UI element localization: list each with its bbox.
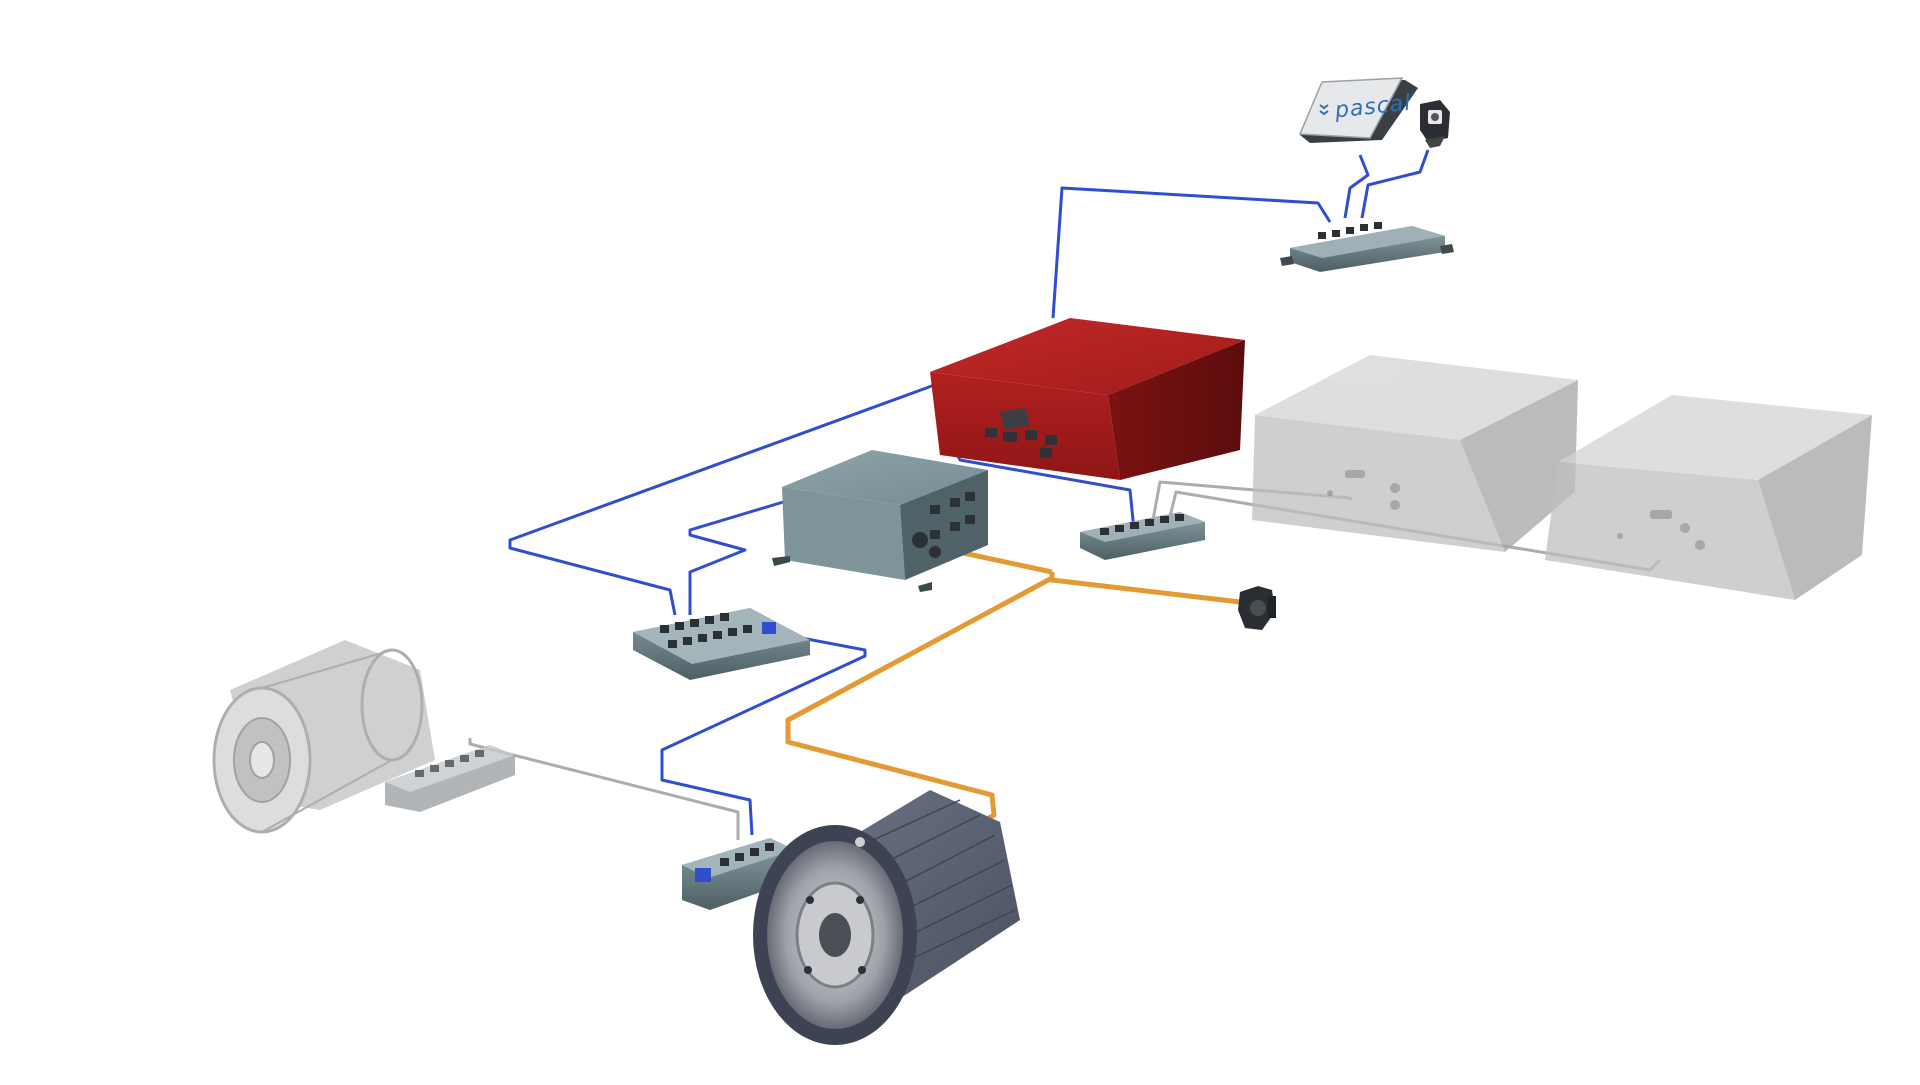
- power-cables: [785, 545, 1241, 833]
- ghost-battery-2: [1545, 395, 1872, 600]
- cable-battery-to-main-hub: [508, 381, 941, 616]
- cable-battery-to-top-hub: [1051, 186, 1332, 319]
- ghost-battery-1: [1252, 355, 1578, 552]
- electric-motor-icon: [753, 790, 1020, 1045]
- cable-ghost-hub-to-motor-hub: [468, 738, 740, 840]
- cable-main-hub-to-motor-hub: [660, 630, 867, 836]
- main-hub: [633, 608, 810, 680]
- battery-pack-icon: [930, 318, 1245, 480]
- ghost-motor: [212, 640, 435, 834]
- top-hub: [1280, 222, 1454, 272]
- motor-hub: [682, 838, 795, 910]
- cable-controller-to-main-hub: [688, 498, 791, 615]
- power-cable-junction-to-charger: [1049, 572, 1241, 605]
- cable-top-hub-to-camera: [1360, 149, 1430, 219]
- controller-box: [772, 450, 988, 592]
- power-cable-junction-to-motor: [785, 575, 1054, 833]
- battery-connectors: [985, 408, 1057, 458]
- camera-icon: [1420, 100, 1450, 148]
- display-unit: pascal: [1298, 77, 1418, 143]
- ghost-hub: [385, 745, 515, 812]
- charging-connector-icon: [1238, 586, 1276, 630]
- right-hub: [1080, 512, 1205, 560]
- cable-top-hub-to-display: [1343, 154, 1370, 219]
